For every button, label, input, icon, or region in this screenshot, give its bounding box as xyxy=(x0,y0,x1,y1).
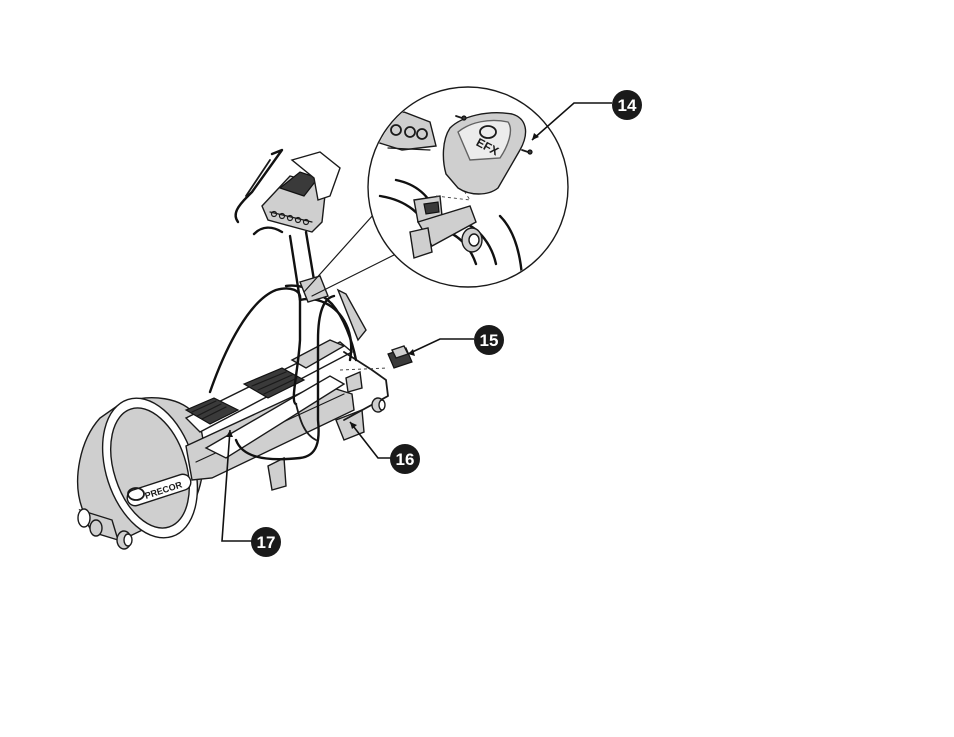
callout-16: 16 xyxy=(390,444,420,474)
callout-17-label: 17 xyxy=(257,533,276,552)
console xyxy=(262,152,340,232)
callout-15: 15 xyxy=(474,325,504,355)
end-cap-part xyxy=(388,346,412,368)
callout-14-label: 14 xyxy=(618,96,637,115)
callout-15-label: 15 xyxy=(480,331,499,350)
elliptical-machine: PRECOR xyxy=(78,150,388,550)
detail-view: EFX xyxy=(368,87,568,287)
callout-14: 14 xyxy=(612,90,642,120)
callout-16-label: 16 xyxy=(396,450,415,469)
upright-mast xyxy=(290,232,366,340)
callout-17: 17 xyxy=(251,527,281,557)
